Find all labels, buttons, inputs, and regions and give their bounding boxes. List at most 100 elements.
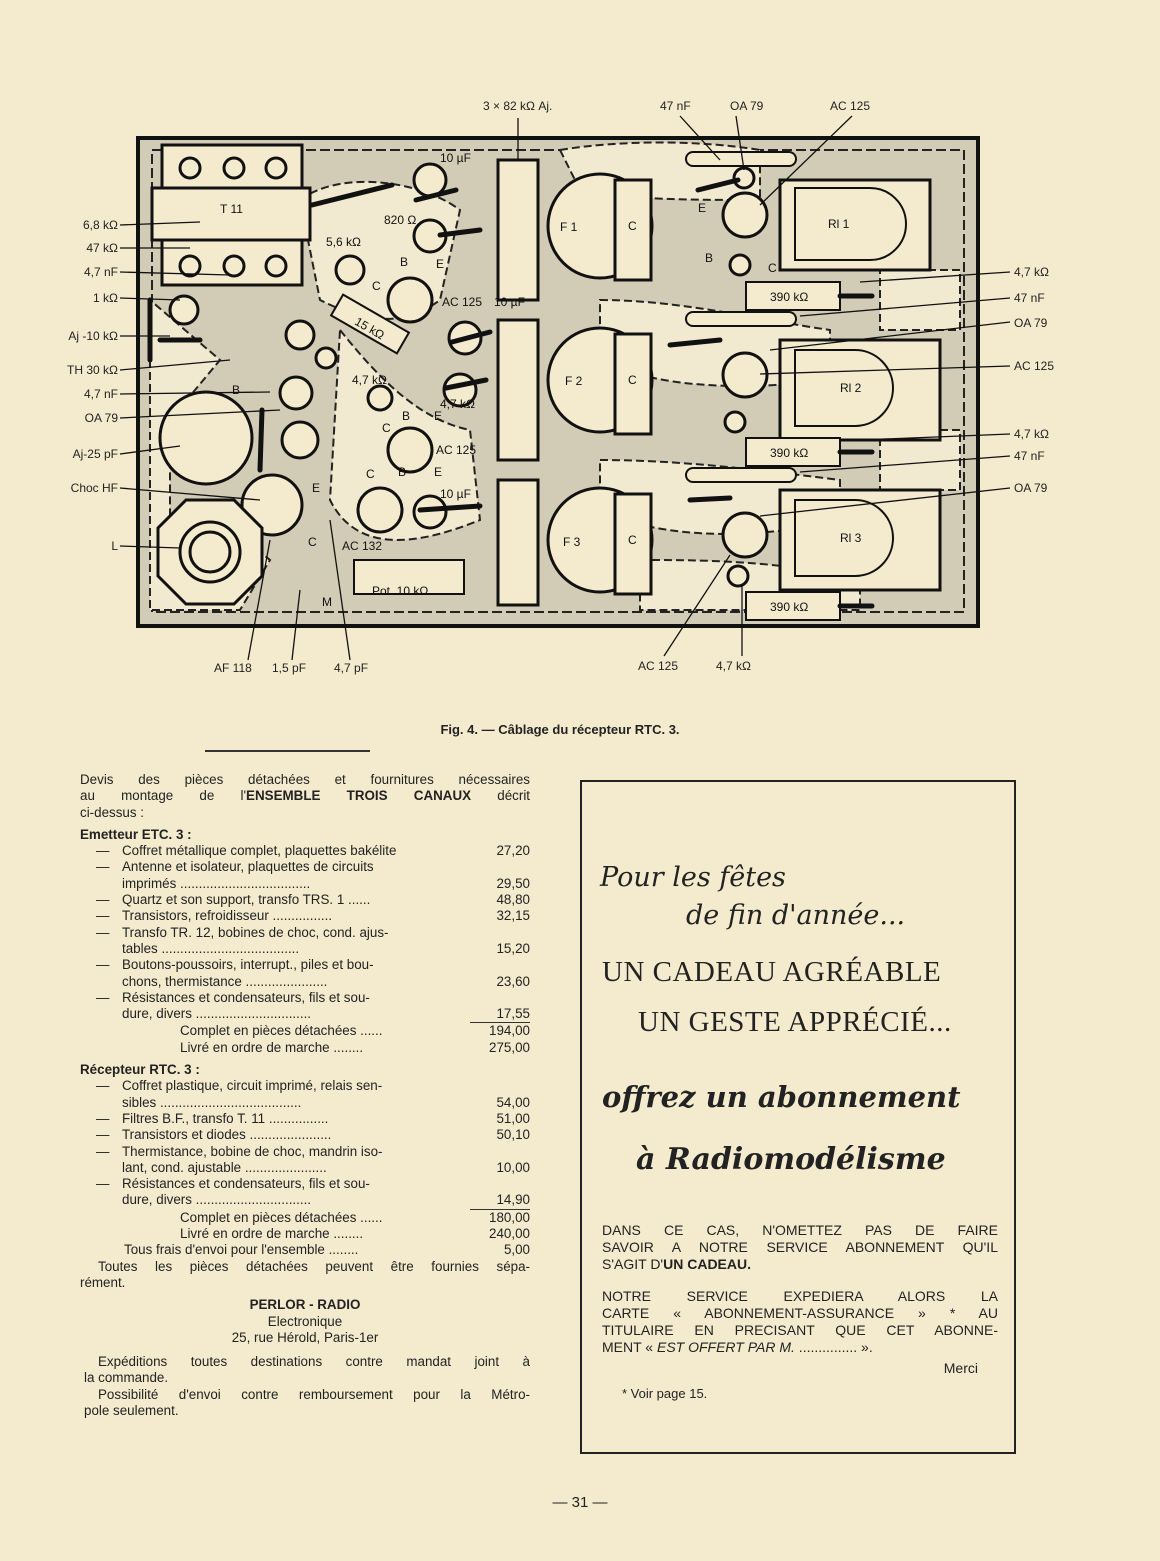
recepteur-total-2: Livré en ordre de marche ........240,00 — [180, 1226, 530, 1242]
transformer-core — [150, 186, 312, 242]
parts-list-item: —Transistors, refroidisseur ............… — [96, 908, 530, 924]
emetteur-items: — Coffret métallique complet, plaquettes … — [80, 843, 530, 1022]
label-right-2: 47 nF — [1014, 291, 1045, 305]
page-number: — 31 — — [552, 1494, 608, 1511]
item-price: 14,90 — [496, 1192, 530, 1208]
label-left-11: L — [111, 539, 118, 553]
label-right-3: OA 79 — [1014, 316, 1048, 330]
parts-list-item: —Transistors et diodes .................… — [96, 1127, 530, 1143]
item-price: 54,00 — [496, 1094, 530, 1110]
parts-list-item: imprimés ...............................… — [96, 876, 530, 892]
item-price: 15,20 — [496, 940, 530, 956]
label-left-6: TH 30 kΩ — [67, 363, 118, 377]
intro-bold: ENSEMBLE TROIS CANAUX — [246, 788, 472, 804]
small-capacitors — [685, 151, 797, 483]
label-b2: B — [400, 255, 408, 269]
parts-list-item: sibles .................................… — [96, 1095, 530, 1111]
total-label: Complet en pièces détachées ...... — [180, 1023, 383, 1039]
ad-p2-pre: MENT « — [602, 1339, 657, 1355]
item-description: Boutons-poussoirs, interrupt., piles et … — [122, 957, 374, 973]
item-dash: — — [96, 843, 110, 859]
label-left-1: 6,8 kΩ — [83, 218, 118, 232]
label-right-5: 4,7 kΩ — [1014, 427, 1049, 441]
ad-p2-post: ............... ». — [794, 1339, 873, 1355]
total-label: Complet en pièces détachées ...... — [180, 1209, 383, 1225]
intro-line-2: au montage de l'ENSEMBLE TROIS CANAUX dé… — [80, 788, 530, 804]
label-bottom-2: 1,5 pF — [272, 661, 306, 675]
label-right-1: 4,7 kΩ — [1014, 265, 1049, 279]
item-price: 48,80 — [496, 892, 530, 908]
label-e-r: E — [698, 201, 706, 215]
ad-p2-line-3: TITULAIRE EN PRECISANT QUE CET ABONNE- — [602, 1322, 998, 1338]
label-c-f3: C — [628, 533, 637, 547]
item-description: Coffret métallique complet, plaquettes b… — [122, 843, 397, 859]
label-right-4: AC 125 — [1014, 359, 1054, 373]
expedition-line-2: la commande. — [84, 1370, 169, 1386]
parts-list-item: —Résistances et condensateurs, fils et s… — [96, 990, 530, 1006]
label-rl2: Rl 2 — [840, 381, 862, 395]
company-name: PERLOR - RADIO — [249, 1297, 361, 1313]
label-10uf-a: 10 µF — [440, 151, 471, 165]
ad-paragraph-1: DANS CE CAS, N'OMETTEZ PAS DE FAIRE SAVO… — [602, 1222, 998, 1273]
item-dash: — — [96, 908, 110, 924]
item-description: chons, thermistance ....................… — [122, 973, 328, 989]
parts-list-item: — Thermistance, bobine de choc, mandrin i… — [96, 1144, 530, 1160]
item-dash: — — [96, 1127, 110, 1143]
item-description: Transfo TR. 12, bobines de choc, cond. a… — [122, 924, 389, 940]
ad-headline-1: UN CADEAU AGRÉABLE — [602, 956, 942, 988]
item-description: Résistances et condensateurs, fils et so… — [122, 989, 370, 1005]
item-dash: — — [96, 1143, 110, 1159]
label-right-7: OA 79 — [1014, 481, 1048, 495]
total-value: 5,00 — [503, 1242, 530, 1258]
item-description: sibles .................................… — [122, 1094, 302, 1110]
label-r820: 820 Ω — [384, 213, 416, 227]
label-ac132: AC 132 — [342, 539, 382, 553]
item-description: Thermistance, bobine de choc, mandrin is… — [122, 1143, 383, 1159]
divider-rule — [205, 750, 370, 752]
ad-paragraph-2: NOTRE SERVICE EXPEDIERA ALORS LA CARTE «… — [602, 1288, 998, 1356]
label-c-f1: C — [628, 219, 637, 233]
label-ac125-a: AC 125 — [442, 295, 482, 309]
company-address: 25, rue Hérold, Paris-1er — [231, 1329, 379, 1345]
recepteur-totals: Complet en pièces détachées ......180,00… — [180, 1208, 530, 1243]
label-b4: B — [398, 465, 406, 479]
relay-coils — [794, 187, 907, 577]
ad-magazine-line: à Radiomodélisme — [636, 1142, 946, 1177]
label-left-7: 4,7 nF — [84, 387, 118, 401]
label-top-3: OA 79 — [730, 99, 764, 113]
parts-list-item: —Antenne et isolateur, plaquettes de cir… — [96, 859, 530, 875]
label-f3: F 3 — [563, 535, 581, 549]
item-price: 50,10 — [496, 1127, 530, 1143]
item-price: 10,00 — [496, 1159, 530, 1175]
emetteur-totals: Complet en pièces détachées ......194,00… — [180, 1022, 530, 1056]
label-e3: E — [434, 409, 442, 423]
item-price: 27,20 — [496, 843, 530, 859]
label-r390-1: 390 kΩ — [770, 290, 808, 304]
label-bottom-4: AC 125 — [638, 659, 678, 673]
item-dash: — — [96, 1176, 110, 1192]
label-top-1: 3 × 82 kΩ Aj. — [483, 99, 552, 113]
item-description: imprimés ...............................… — [122, 875, 311, 891]
transformer-pins — [178, 156, 288, 278]
label-c1: C — [308, 535, 317, 549]
recepteur-items: —Coffret plastique, circuit imprimé, rel… — [80, 1078, 530, 1208]
parts-list-item: —Transfo TR. 12, bobines de choc, cond. … — [96, 925, 530, 941]
label-10uf-c: 10 µF — [440, 487, 471, 501]
label-left-2: 47 kΩ — [86, 241, 118, 255]
item-price: 23,60 — [496, 973, 530, 989]
label-top-4: AC 125 — [830, 99, 870, 113]
label-c2: C — [372, 279, 381, 293]
item-price: 29,50 — [496, 875, 530, 891]
ad-p1-bold: UN CADEAU. — [663, 1256, 751, 1272]
label-rl3: Rl 3 — [840, 531, 862, 545]
item-description: dure, divers ...........................… — [122, 1006, 312, 1022]
label-bottom-1: AF 118 — [214, 661, 252, 675]
label-pot: Pot. 10 kΩ — [372, 584, 428, 598]
intro-line-1: Devis des pièces détachées et fourniture… — [80, 772, 530, 787]
item-dash: — — [96, 957, 110, 973]
label-b1: B — [232, 383, 240, 397]
total-rule — [470, 1208, 530, 1210]
note-line-2: rément. — [80, 1274, 126, 1290]
label-right-6: 47 nF — [1014, 449, 1045, 463]
subscription-ad: Pour les fêtes de fin d'année... UN CADE… — [580, 780, 1016, 1454]
